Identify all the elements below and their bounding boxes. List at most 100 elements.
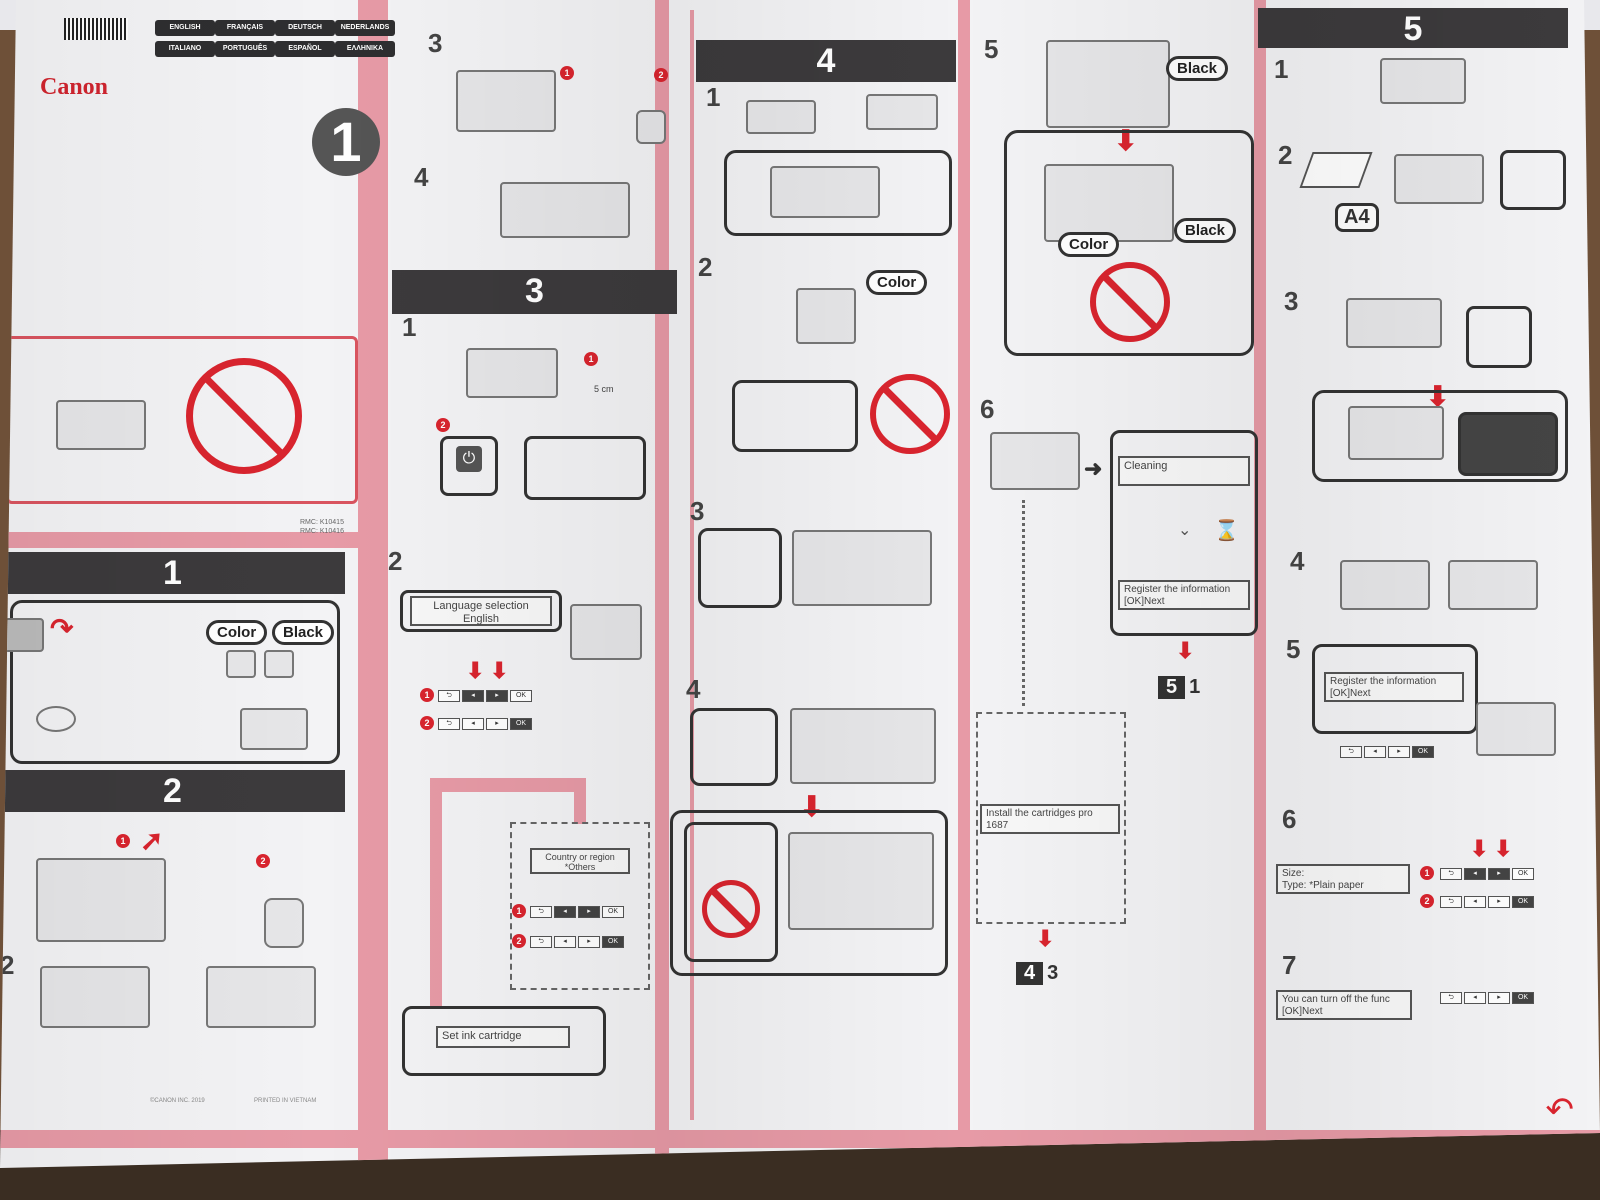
back-button[interactable]: ⮌ bbox=[530, 906, 552, 918]
screen-value: English bbox=[462, 613, 500, 625]
right-button[interactable]: ▸ bbox=[1488, 992, 1510, 1004]
left-button[interactable]: ◂ bbox=[554, 936, 576, 948]
screen-line: You can turn off the func bbox=[1282, 994, 1390, 1005]
right-button[interactable]: ▸ bbox=[578, 936, 600, 948]
ok-button[interactable]: OK bbox=[510, 718, 532, 730]
screen-value: *Plain paper bbox=[1309, 880, 1364, 891]
language-button[interactable]: NEDERLANDS bbox=[335, 20, 395, 36]
manual-illustration bbox=[240, 708, 308, 750]
printer-illustration bbox=[746, 100, 816, 134]
pink-divider bbox=[358, 0, 388, 1168]
ok-button[interactable]: OK bbox=[1512, 868, 1534, 880]
language-button[interactable]: FRANÇAIS bbox=[215, 20, 275, 36]
pink-divider bbox=[1254, 0, 1266, 1168]
ok-button[interactable]: OK bbox=[602, 906, 624, 918]
ok-button[interactable]: OK bbox=[1512, 992, 1534, 1004]
right-button[interactable]: ▸ bbox=[486, 690, 508, 702]
right-button[interactable]: ▸ bbox=[1488, 868, 1510, 880]
cleaning-screen: Cleaning bbox=[1118, 456, 1250, 486]
printer-illustration bbox=[1340, 560, 1430, 610]
back-button[interactable]: ⮌ bbox=[1440, 896, 1462, 908]
back-button[interactable]: ⮌ bbox=[438, 690, 460, 702]
printer-rear-illustration bbox=[524, 436, 646, 500]
right-button[interactable]: ▸ bbox=[1488, 896, 1510, 908]
left-button[interactable]: ◂ bbox=[462, 718, 484, 730]
ok-button[interactable]: OK bbox=[510, 690, 532, 702]
ok-button[interactable]: OK bbox=[1412, 746, 1434, 758]
ref-step: 3 bbox=[1047, 962, 1059, 984]
register-screen: Register the information [OK]Next bbox=[1324, 672, 1464, 702]
control-panel-row: ⮌ ◂ ▸ OK bbox=[1340, 746, 1434, 758]
ref-box: 5 bbox=[1158, 676, 1186, 699]
paper-guide-detail bbox=[1458, 412, 1558, 476]
back-button[interactable]: ⮌ bbox=[530, 936, 552, 948]
left-button[interactable]: ◂ bbox=[462, 690, 484, 702]
printer-illustration bbox=[1394, 154, 1484, 204]
step-number: 1 bbox=[1274, 54, 1289, 84]
language-button[interactable]: ENGLISH bbox=[155, 20, 215, 36]
printer-illustration bbox=[1448, 560, 1538, 610]
cleaning-screen-frame bbox=[1110, 430, 1258, 636]
ok-button[interactable]: OK bbox=[602, 936, 624, 948]
install-screen: Install the cartridges pro 1687 bbox=[980, 804, 1120, 834]
paper-illustration bbox=[1299, 152, 1373, 188]
screen-line: Register the information bbox=[1124, 584, 1231, 595]
step-number: 1 bbox=[706, 82, 721, 112]
printer-illustration bbox=[770, 166, 880, 218]
barcode bbox=[64, 18, 128, 40]
ok-button[interactable]: OK bbox=[1512, 896, 1534, 908]
language-button[interactable]: ΕΛΛΗΝΙΚΑ bbox=[335, 41, 395, 57]
ink-screen-frame bbox=[402, 1006, 606, 1076]
arrow-icon: ➚ bbox=[140, 825, 164, 856]
step-marker: 2 bbox=[1420, 894, 1434, 908]
step-number: 5 bbox=[1286, 634, 1301, 664]
left-button[interactable]: ◂ bbox=[1464, 868, 1486, 880]
step-marker: 2 bbox=[654, 68, 668, 82]
language-button[interactable]: ITALIANO bbox=[155, 41, 215, 57]
step-marker: 2 bbox=[420, 716, 434, 730]
country-option-box bbox=[510, 822, 650, 990]
left-button[interactable]: ◂ bbox=[1464, 896, 1486, 908]
language-button[interactable]: ESPAÑOL bbox=[275, 41, 335, 57]
control-panel-row: ⮌ ◂ ▸ OK bbox=[1440, 896, 1534, 908]
step-marker: 1 bbox=[116, 834, 130, 848]
control-panel-row: ⮌ ◂ ▸ OK bbox=[438, 690, 532, 702]
back-button[interactable]: ⮌ bbox=[438, 718, 460, 730]
box-illustration bbox=[2, 618, 44, 652]
language-button[interactable]: PORTUGUÊS bbox=[215, 41, 275, 57]
step-marker: 1 bbox=[512, 904, 526, 918]
right-button[interactable]: ▸ bbox=[486, 718, 508, 730]
right-button[interactable]: ▸ bbox=[578, 906, 600, 918]
left-button[interactable]: ◂ bbox=[554, 906, 576, 918]
arrow-down-icon: ⬇ bbox=[1426, 381, 1450, 412]
arrow-down-icon: ⬇ bbox=[1494, 836, 1513, 861]
step-number: 6 bbox=[980, 394, 995, 424]
left-button[interactable]: ◂ bbox=[1364, 746, 1386, 758]
back-button[interactable]: ⮌ bbox=[1340, 746, 1362, 758]
step-number: 1 bbox=[402, 312, 417, 342]
cartridge-illustration bbox=[264, 650, 294, 678]
color-cartridge-tag: Color bbox=[206, 620, 268, 645]
paper-loaded-box bbox=[1312, 390, 1568, 482]
printer-illustration bbox=[206, 966, 316, 1028]
locked-cartridge-box bbox=[670, 810, 948, 976]
paper-guide-box bbox=[1500, 150, 1566, 210]
language-screen: Language selection English bbox=[410, 596, 552, 626]
back-button[interactable]: ⮌ bbox=[1440, 992, 1462, 1004]
screen-line: [OK]Next bbox=[1124, 596, 1165, 607]
printer-illustration bbox=[792, 530, 932, 606]
language-button[interactable]: DEUTSCH bbox=[275, 20, 335, 36]
screen-line: 1687 bbox=[986, 820, 1009, 831]
back-button[interactable]: ⮌ bbox=[1440, 868, 1462, 880]
power-icon: ⏻ bbox=[456, 446, 482, 472]
ink-screen: Set ink cartridge bbox=[436, 1026, 570, 1048]
step-number: 4 bbox=[414, 162, 429, 192]
left-button[interactable]: ◂ bbox=[1464, 992, 1486, 1004]
arrow-right-icon: ➜ bbox=[1084, 456, 1103, 481]
right-button[interactable]: ▸ bbox=[1388, 746, 1410, 758]
screen-title: Language selection bbox=[433, 600, 529, 612]
flow-path bbox=[574, 778, 586, 824]
